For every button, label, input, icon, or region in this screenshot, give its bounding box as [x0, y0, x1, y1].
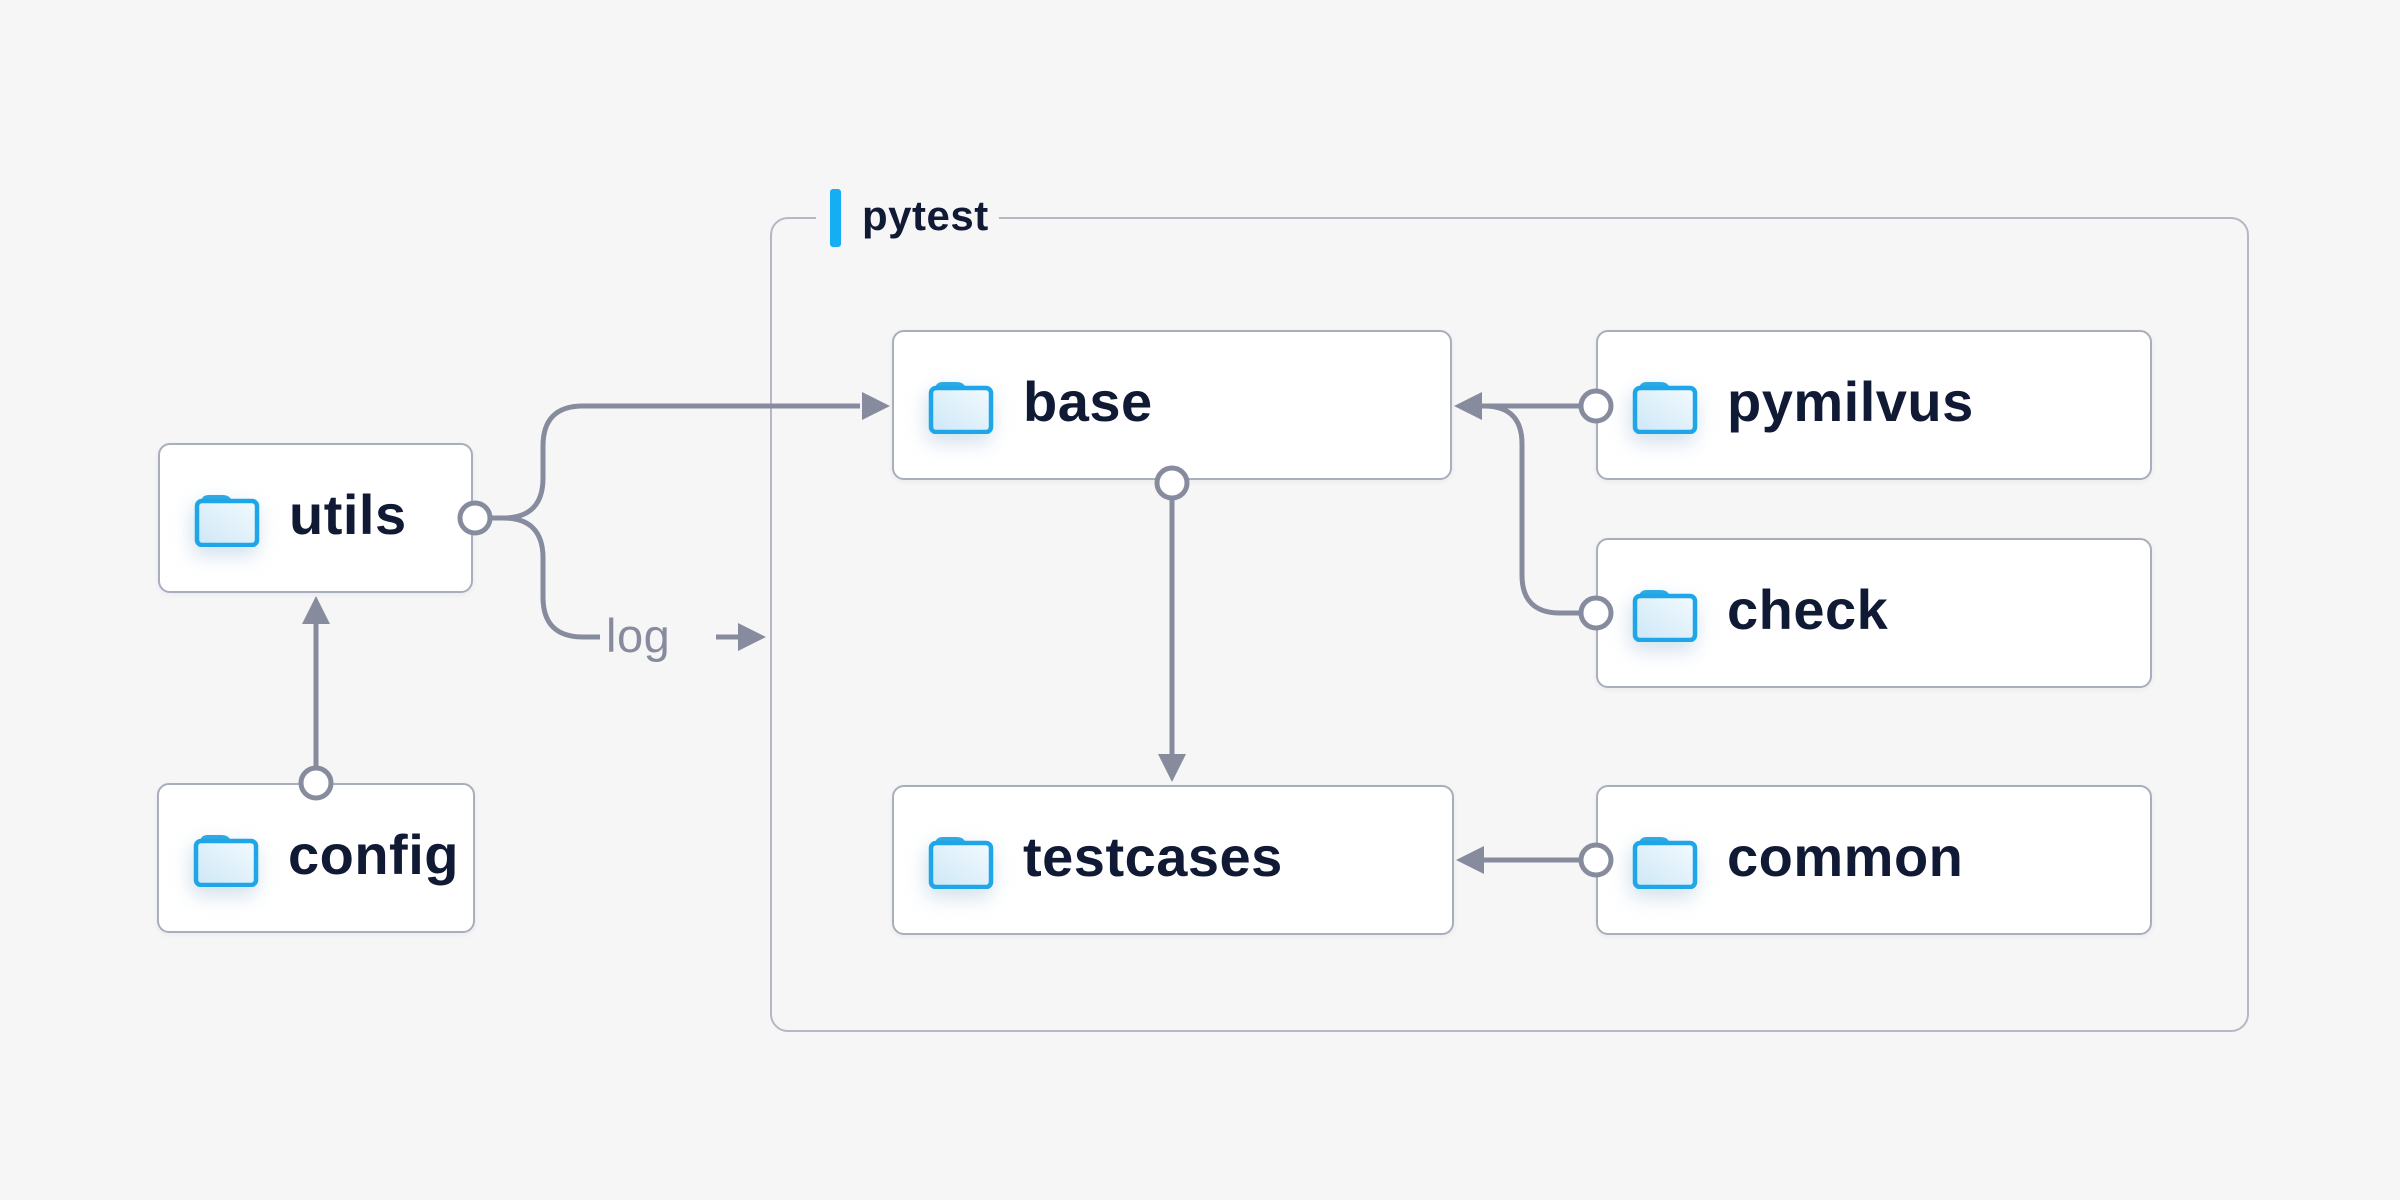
- group-pytest-label: pytest: [816, 186, 999, 250]
- folder-icon: [928, 376, 994, 434]
- folder-icon: [193, 829, 259, 887]
- node-config-label: config: [288, 823, 459, 886]
- group-pytest-title: pytest: [862, 192, 989, 239]
- folder-icon: [928, 831, 994, 889]
- edge-config-utils: [298, 596, 334, 801]
- folder-icon: [1632, 831, 1698, 889]
- folder-icon: [1632, 584, 1698, 642]
- node-utils-label: utils: [289, 483, 407, 546]
- node-common: common: [1596, 785, 2152, 935]
- node-check-label: check: [1727, 578, 1889, 641]
- node-testcases: testcases: [892, 785, 1454, 935]
- edge-label-log: log: [606, 609, 671, 662]
- accent-bar-icon: [830, 189, 841, 247]
- node-testcases-label: testcases: [1023, 825, 1283, 888]
- node-base: base: [892, 330, 1452, 480]
- node-utils: utils: [158, 443, 473, 593]
- node-pymilvus-label: pymilvus: [1727, 370, 1974, 433]
- node-base-label: base: [1023, 370, 1153, 433]
- folder-icon: [194, 489, 260, 547]
- folder-icon: [1632, 376, 1698, 434]
- node-common-label: common: [1727, 825, 1964, 888]
- group-pytest: pytest: [770, 186, 2249, 1032]
- node-pymilvus: pymilvus: [1596, 330, 2152, 480]
- node-check: check: [1596, 538, 2152, 688]
- node-config: config: [157, 783, 475, 933]
